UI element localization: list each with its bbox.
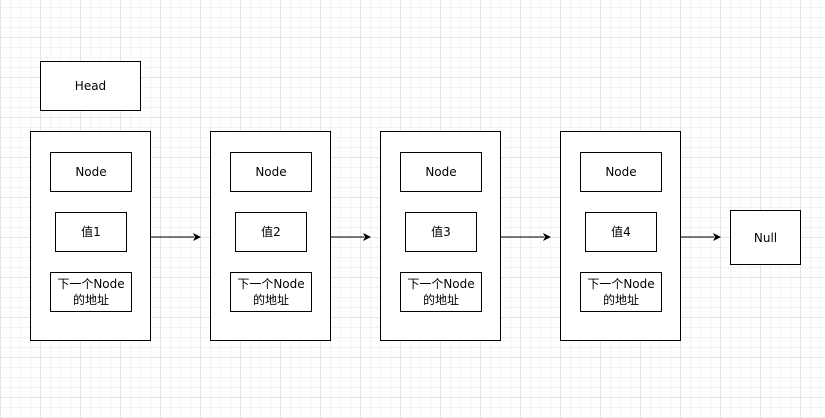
node-title: Node — [605, 165, 637, 179]
node-next-line-2: 的地址 — [252, 293, 289, 307]
node-next-line-2: 的地址 — [72, 293, 109, 307]
node-next-line-1: 下一个Node — [407, 277, 475, 291]
linked-list-node-1: Node 值1 下一个Node 的地址 — [30, 131, 151, 341]
head-label: Head — [74, 79, 107, 93]
linked-list-node-3: Node 值3 下一个Node 的地址 — [380, 131, 501, 341]
node-value: 值4 — [611, 225, 631, 239]
node-title: Node — [425, 165, 457, 179]
arrow-node4-to-null — [681, 233, 721, 241]
null-terminal-box: Null — [730, 210, 801, 265]
arrow-node2-to-node3 — [331, 233, 371, 241]
node-next-line-2: 的地址 — [422, 293, 459, 307]
node-value-box: 值1 — [55, 212, 127, 252]
node-value: 值1 — [81, 225, 101, 239]
linked-list-node-2: Node 值2 下一个Node 的地址 — [210, 131, 331, 341]
node-next-line-1: 下一个Node — [57, 277, 125, 291]
node-next-address-box: 下一个Node 的地址 — [580, 272, 662, 312]
node-title: Node — [75, 165, 107, 179]
node-title-box: Node — [50, 152, 132, 192]
node-next-address-box: 下一个Node 的地址 — [50, 272, 132, 312]
node-value-box: 值3 — [405, 212, 477, 252]
head-box: Head — [40, 61, 141, 111]
node-value-box: 值4 — [585, 212, 657, 252]
node-value: 值2 — [261, 225, 281, 239]
node-title-box: Node — [400, 152, 482, 192]
node-title-box: Node — [580, 152, 662, 192]
node-next-line-2: 的地址 — [602, 293, 639, 307]
node-value-box: 值2 — [235, 212, 307, 252]
node-next-line-1: 下一个Node — [237, 277, 305, 291]
node-next-line-1: 下一个Node — [587, 277, 655, 291]
null-label: Null — [753, 230, 778, 245]
arrow-node1-to-node2 — [151, 233, 201, 241]
arrow-node3-to-node4 — [501, 233, 551, 241]
linked-list-node-4: Node 值4 下一个Node 的地址 — [560, 131, 681, 341]
node-title-box: Node — [230, 152, 312, 192]
node-next-address-box: 下一个Node 的地址 — [400, 272, 482, 312]
node-next-address-box: 下一个Node 的地址 — [230, 272, 312, 312]
node-value: 值3 — [431, 225, 451, 239]
node-title: Node — [255, 165, 287, 179]
